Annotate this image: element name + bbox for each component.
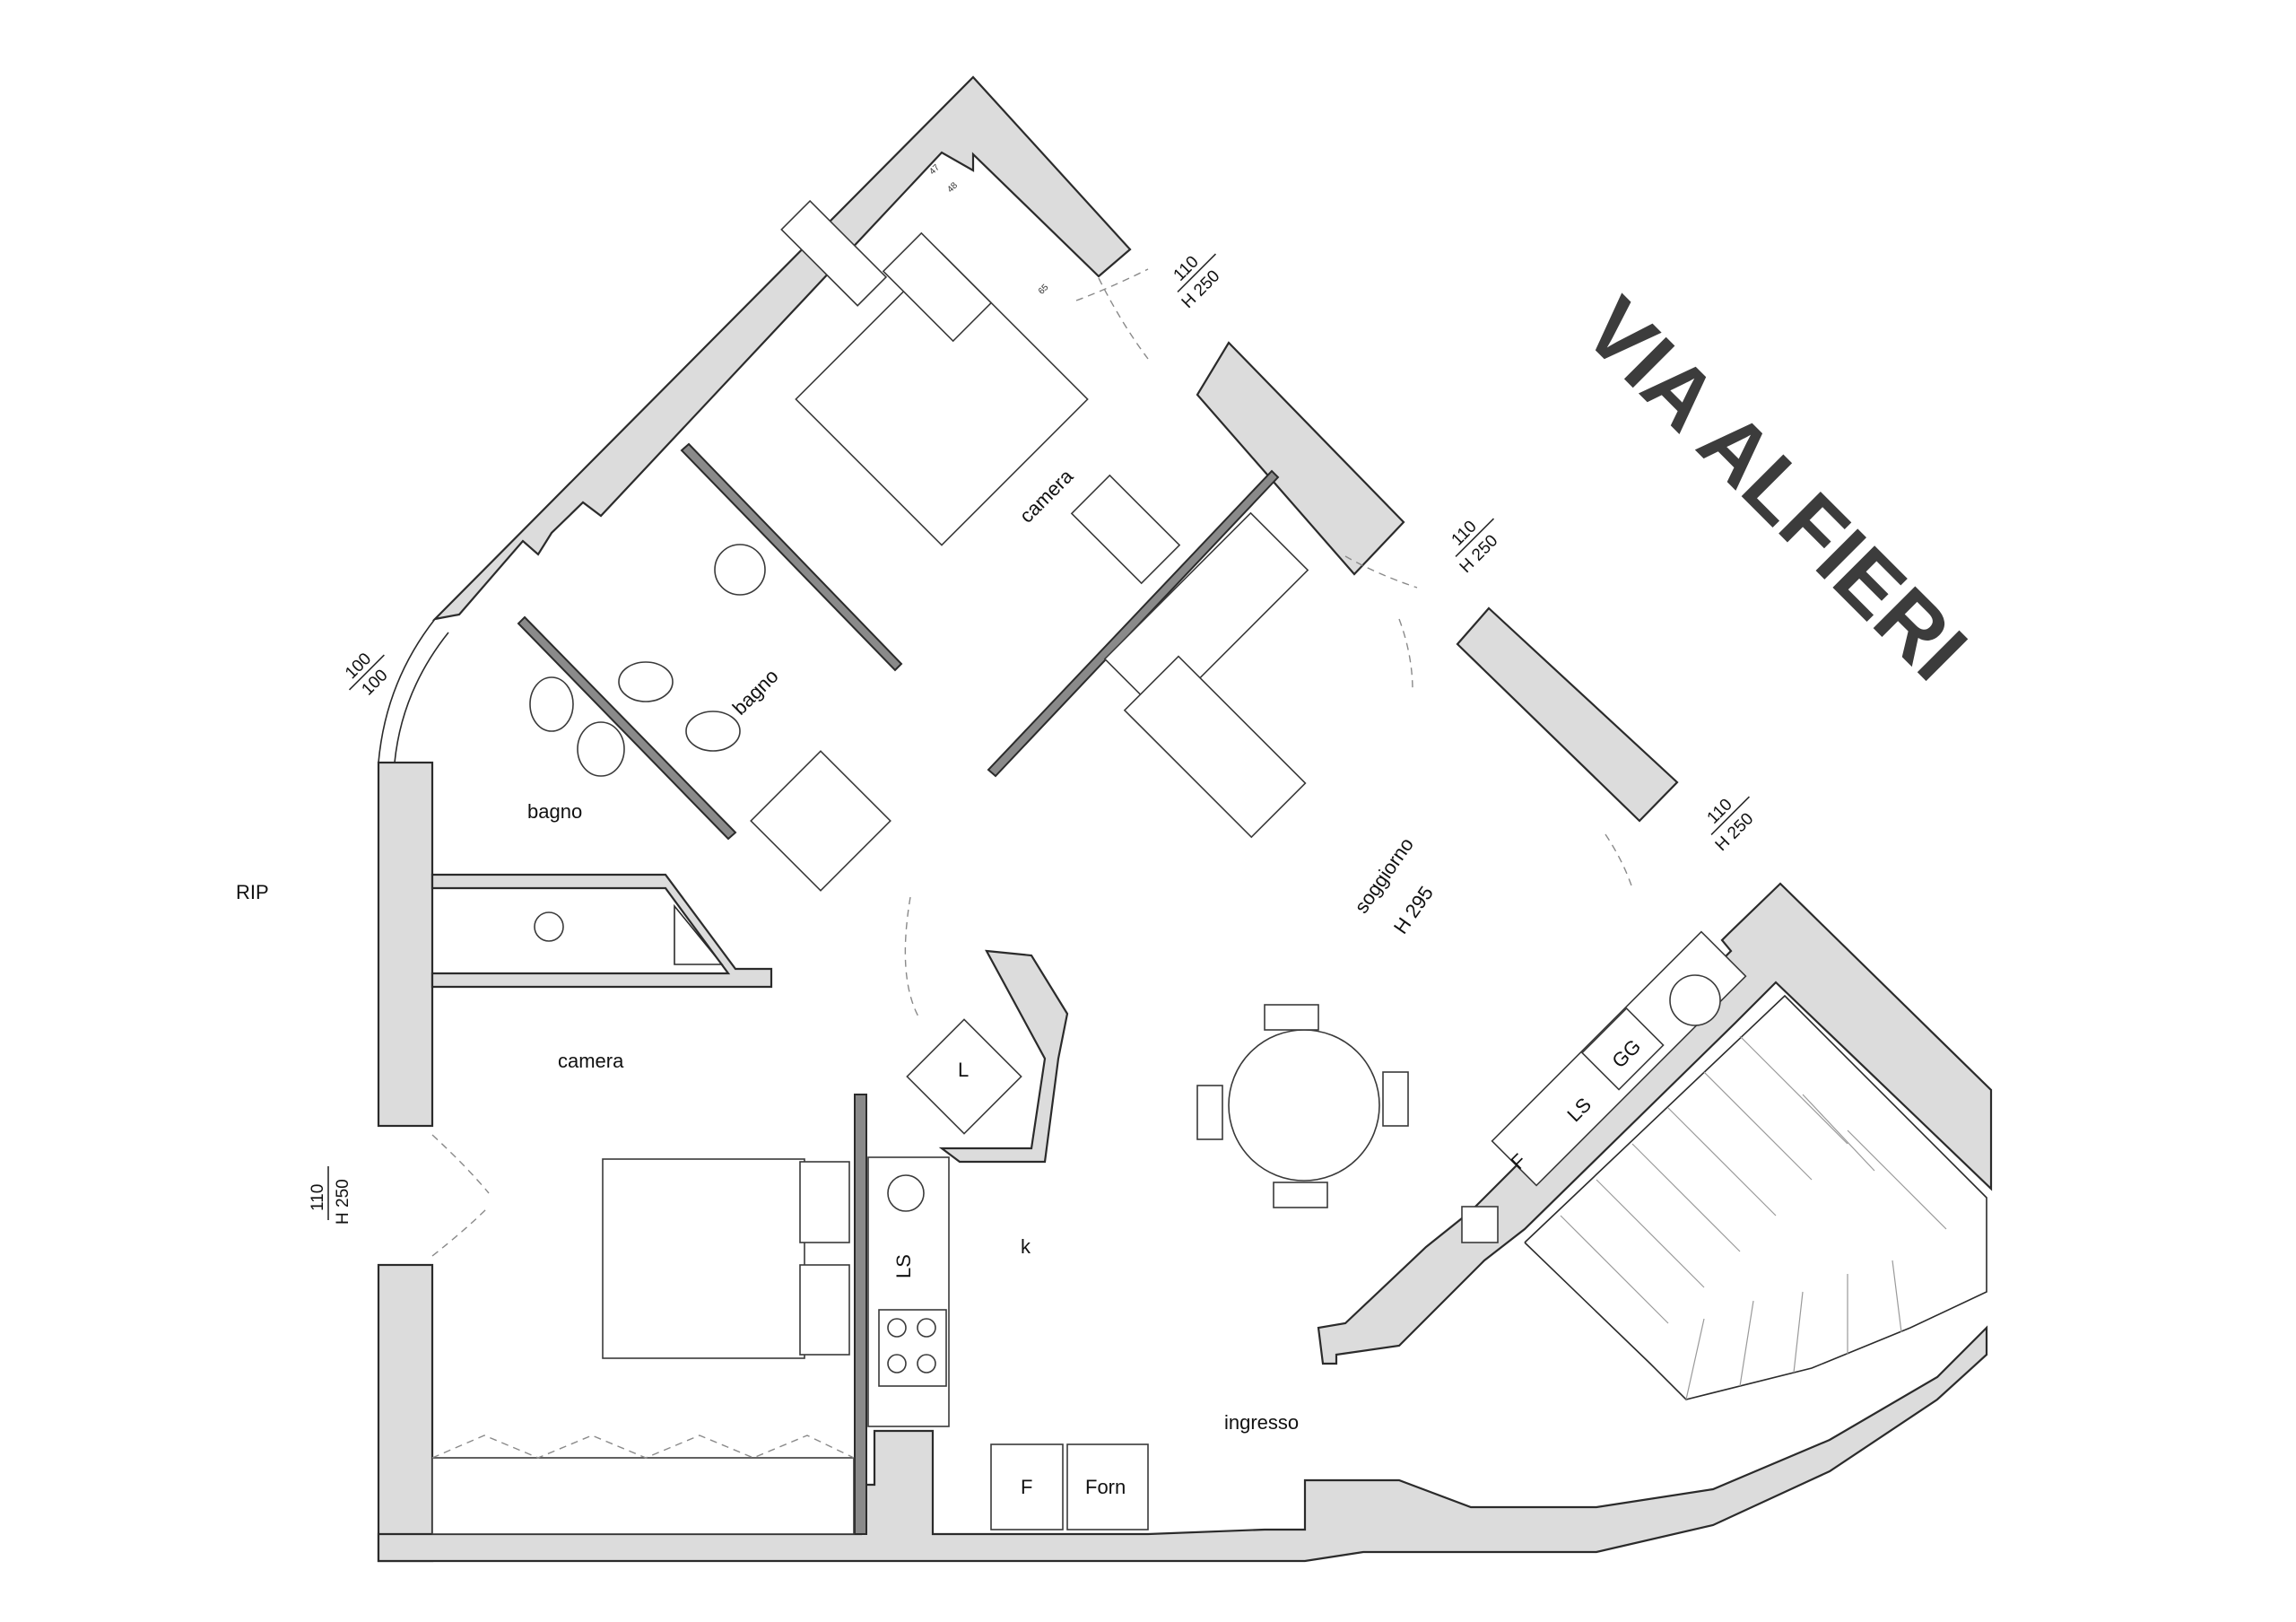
chair-left bbox=[1196, 1085, 1223, 1140]
appliance-oven: Forn bbox=[1085, 1476, 1126, 1498]
win-camera-width: 110 bbox=[309, 1184, 327, 1211]
burner-1-icon bbox=[887, 1318, 907, 1338]
nightstand-left-a bbox=[799, 1161, 850, 1243]
niche-triangle bbox=[674, 903, 724, 965]
sofa-chaise bbox=[1123, 655, 1307, 839]
room-label-ingresso: ingresso bbox=[1224, 1411, 1299, 1434]
wardrobe-doors bbox=[431, 1435, 855, 1459]
wall-pier-top bbox=[1196, 341, 1405, 576]
laundry-wall bbox=[938, 949, 1069, 1164]
double-bed-top bbox=[795, 252, 1089, 546]
appliance-fridge-bottom: F bbox=[1021, 1476, 1032, 1498]
wardrobe-block bbox=[430, 873, 773, 989]
wall-west-upper bbox=[377, 761, 434, 1128]
chair-right bbox=[1382, 1071, 1409, 1127]
kitchen-sink-icon bbox=[887, 1174, 925, 1212]
sink-right-icon bbox=[1669, 974, 1721, 1026]
partition-living bbox=[987, 469, 1280, 778]
stair-outline bbox=[1524, 994, 1987, 1400]
appliance-ls-kitchen: LS bbox=[892, 1254, 915, 1278]
bidet-left-icon bbox=[577, 721, 625, 777]
bidet-icon bbox=[685, 711, 741, 752]
room-label-soggiorno-height: H 295 bbox=[1389, 882, 1438, 937]
curved-window-inner bbox=[394, 632, 449, 763]
burner-4-icon bbox=[917, 1354, 936, 1373]
label-rip: RIP bbox=[236, 881, 269, 903]
outer-walls bbox=[377, 75, 1993, 1563]
curved-window bbox=[378, 618, 436, 763]
room-label-bagno-left: bagno bbox=[527, 800, 582, 823]
win-bagno-dim-line bbox=[348, 654, 385, 691]
appliance-laundry: L bbox=[958, 1059, 969, 1081]
toilet-left-icon bbox=[529, 676, 574, 732]
bedroom-top-furniture: camera 47 48 65 bbox=[780, 162, 1181, 585]
street-name: VIA ALFIERI bbox=[1566, 280, 1985, 699]
wardrobe-top bbox=[780, 199, 888, 307]
partitions bbox=[430, 442, 1280, 1535]
door-swing-right bbox=[1605, 833, 1633, 889]
chair-top bbox=[1264, 1004, 1319, 1031]
bedroom-left: camera bbox=[431, 1050, 855, 1535]
bottom-units: F Forn ingresso bbox=[990, 1411, 1299, 1530]
wall-south bbox=[377, 1325, 1988, 1563]
laundry-machine bbox=[906, 1018, 1022, 1135]
kitchen-right: GG LS F bbox=[1461, 930, 1747, 1243]
win-right-dim-line bbox=[1710, 796, 1751, 836]
sofa bbox=[1103, 511, 1309, 718]
win-camera-height: H 250 bbox=[334, 1179, 352, 1225]
staircase bbox=[1524, 994, 1987, 1400]
dim-48: 48 bbox=[945, 180, 960, 195]
wall-west-lower bbox=[377, 1263, 434, 1563]
bagno-inner: bagno bbox=[618, 544, 891, 892]
door-swing-top bbox=[1075, 268, 1149, 360]
shower-tray bbox=[750, 750, 891, 892]
partition-bagno-b bbox=[517, 615, 737, 841]
oven-bottom bbox=[1066, 1443, 1149, 1530]
room-label-camera-left: camera bbox=[558, 1050, 624, 1072]
room-label-bagno-inner: bagno bbox=[728, 665, 783, 719]
chair-bottom bbox=[1273, 1182, 1328, 1208]
sink-round-icon bbox=[714, 544, 766, 596]
win-mid-dim-line bbox=[1455, 518, 1495, 558]
bagno-left: bagno bbox=[527, 676, 625, 942]
toilet-icon bbox=[618, 661, 674, 702]
room-label-camera-top: camera bbox=[1015, 465, 1078, 528]
small-sink bbox=[1461, 1206, 1499, 1243]
nightstand-top-b bbox=[1070, 474, 1181, 585]
partition-kitchen bbox=[854, 1094, 867, 1535]
wall-east bbox=[1317, 882, 1993, 1365]
double-bed-left bbox=[602, 1158, 805, 1359]
burner-3-icon bbox=[887, 1354, 907, 1373]
door-swing-camera bbox=[431, 1134, 490, 1257]
room-label-k: k bbox=[1021, 1235, 1031, 1258]
partition-bagno-a bbox=[680, 442, 903, 672]
living: soggiorno H 295 bbox=[1103, 511, 1438, 1208]
door-swing-living bbox=[1344, 555, 1418, 692]
wall-pier-mid bbox=[1456, 606, 1679, 823]
fridge-bottom bbox=[990, 1443, 1064, 1530]
nightstand-top-a bbox=[882, 231, 993, 343]
wall-northwest bbox=[431, 75, 1132, 621]
dim-65: 65 bbox=[1037, 283, 1051, 297]
door-swings bbox=[431, 268, 1633, 1257]
dining-table bbox=[1228, 1029, 1380, 1182]
gas-hob bbox=[1580, 1007, 1665, 1091]
washbasin-left-icon bbox=[534, 911, 564, 942]
burner-2-icon bbox=[917, 1318, 936, 1338]
nightstand-left-b bbox=[799, 1264, 850, 1356]
hob bbox=[878, 1309, 947, 1387]
wardrobe-left bbox=[431, 1457, 855, 1535]
stair-treads bbox=[1560, 1035, 1947, 1400]
kitchen: LS k L bbox=[867, 1018, 1031, 1427]
win-top-dim-line bbox=[1177, 253, 1217, 293]
door-swing-kitchen bbox=[904, 896, 920, 1019]
